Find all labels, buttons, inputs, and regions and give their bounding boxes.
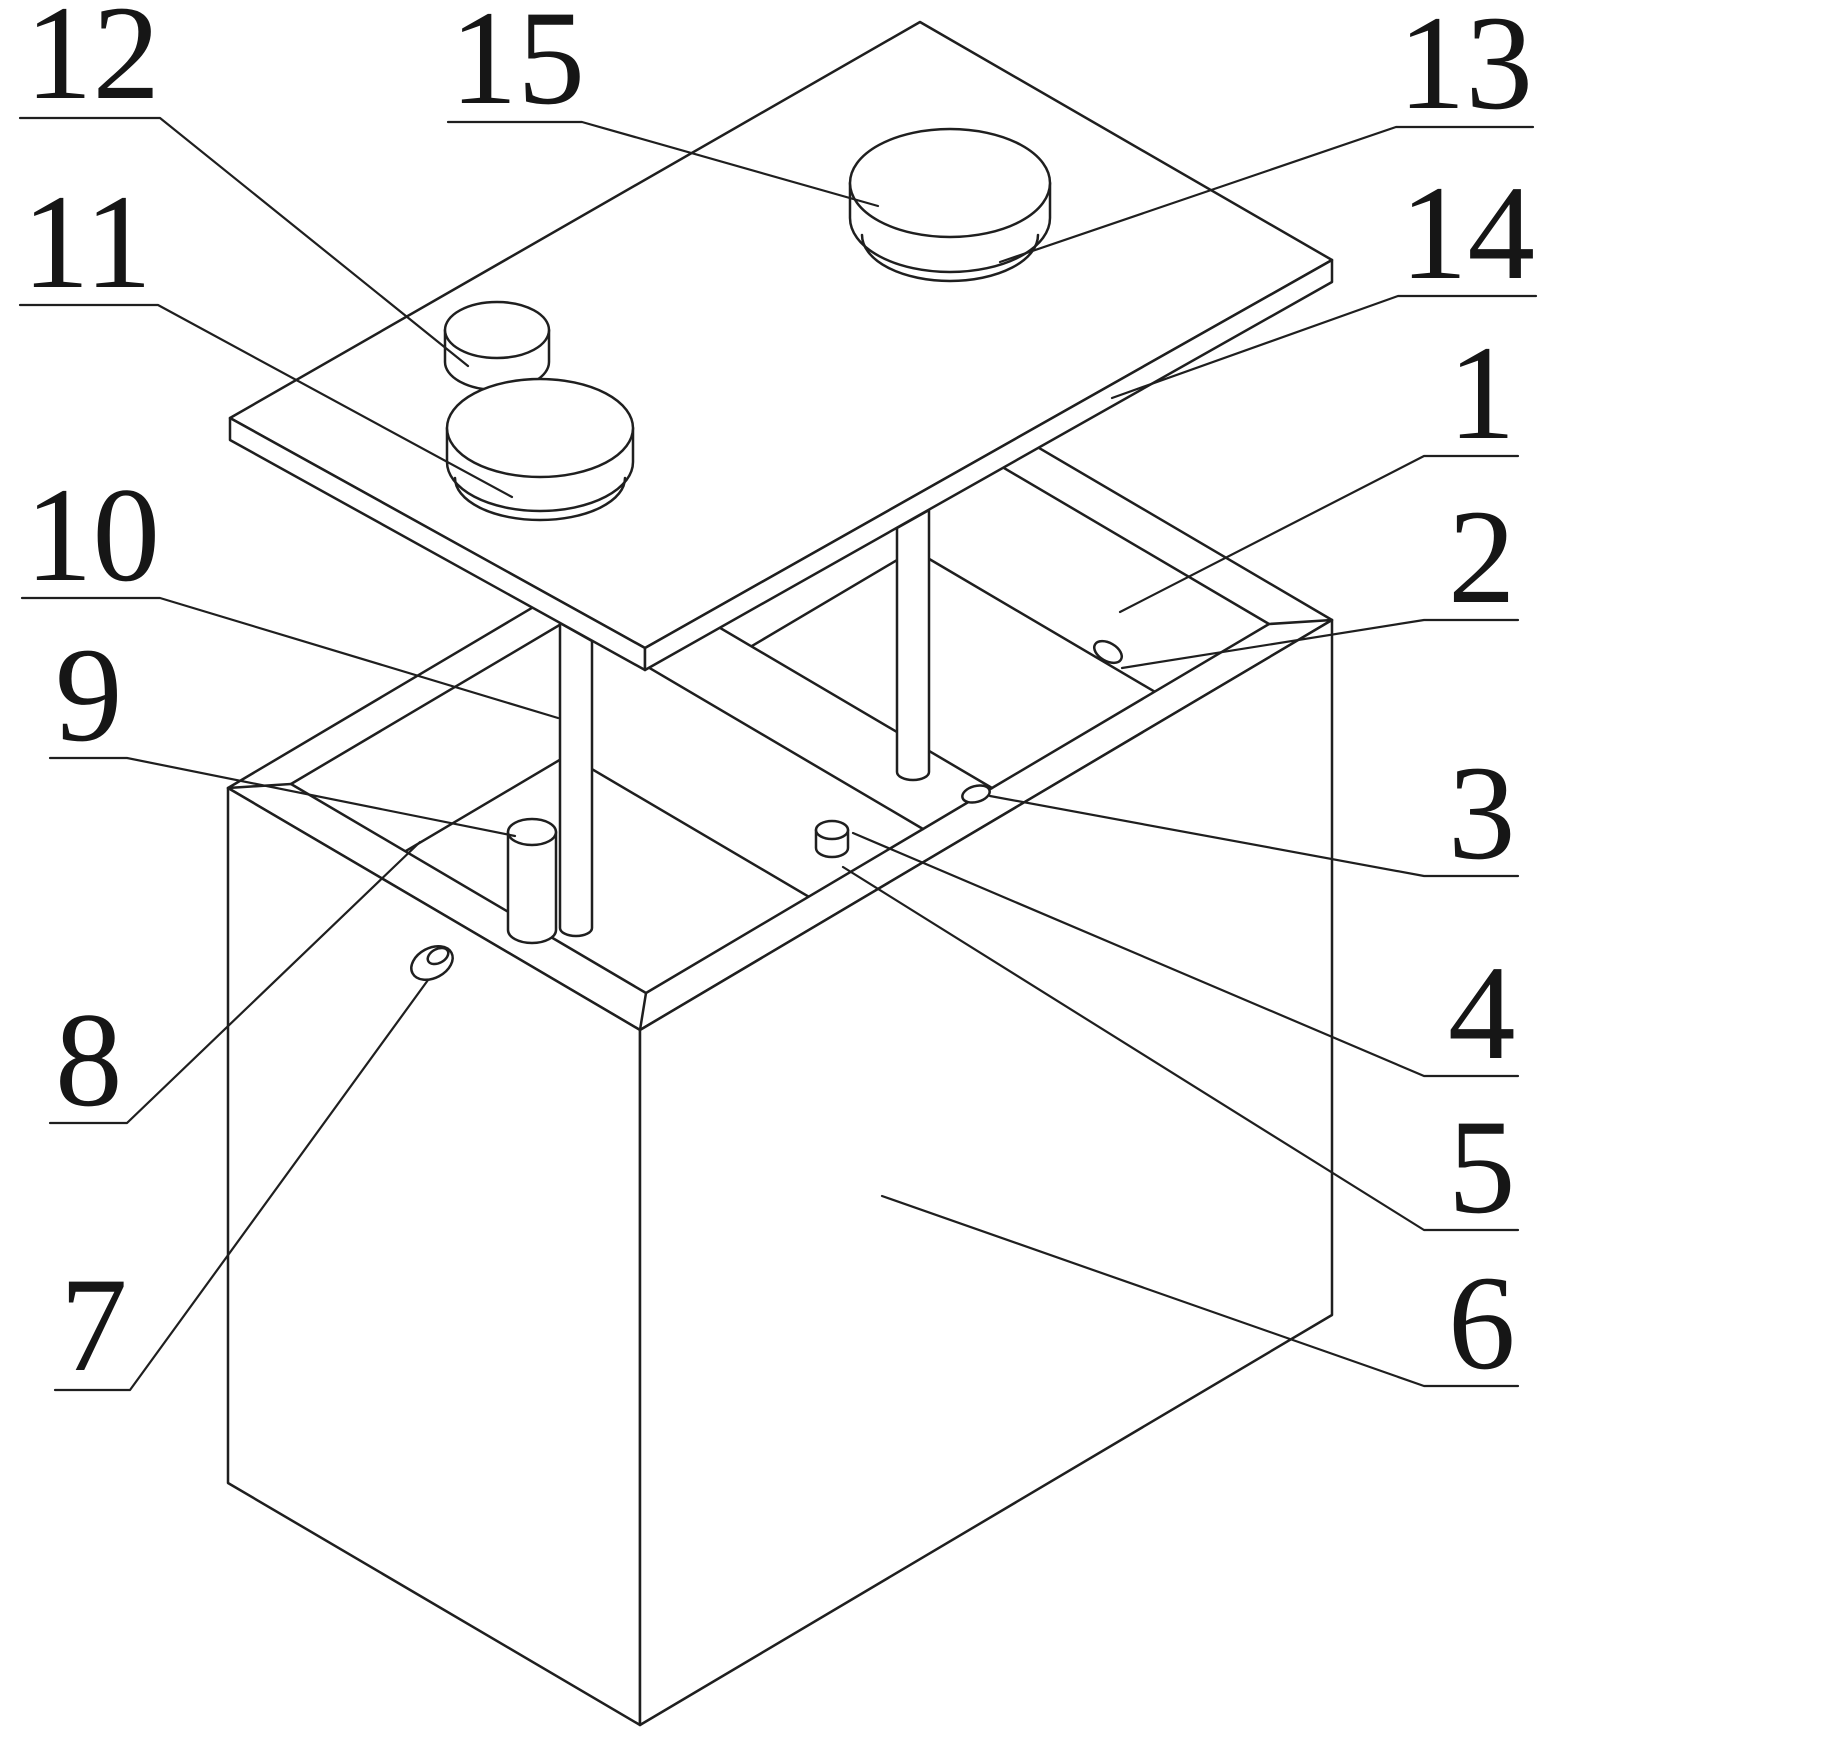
reference-labels: 12 15 13 14 1 2 3 4 5 6 11 10 9 8 7 [22,0,1535,1400]
ref-label-2: 2 [1448,483,1516,632]
leader-1 [1118,454,1520,614]
partition-pin [814,819,850,859]
ref-label-8: 8 [55,986,123,1135]
leader-10 [20,596,560,720]
ref-label-15: 15 [450,0,585,133]
ref-label-1: 1 [1448,319,1516,468]
box-body [226,376,1334,1727]
column-right [895,508,931,782]
rim-corner-edges [226,618,1334,1032]
cap-small-top [443,300,551,360]
leader-9 [48,756,517,838]
guide-pin-top [506,817,558,847]
ref-label-14: 14 [1400,159,1535,308]
partition-pin-top [814,819,850,841]
leader-11 [18,303,514,499]
ref-label-13: 13 [1398,0,1533,138]
partition-end-boss [961,784,991,804]
leader-8 [48,840,422,1125]
wall-hole [1093,639,1123,665]
ref-label-11: 11 [22,168,152,317]
ref-label-6: 6 [1448,1249,1516,1398]
box-right-face [638,618,1334,1727]
support-columns [558,508,931,938]
ref-label-9: 9 [55,621,123,770]
ref-label-10: 10 [25,461,160,610]
guide-pin-body [506,830,558,945]
leader-lines [18,116,1538,1392]
leader-13 [998,125,1535,264]
leader-12 [18,116,470,368]
leader-6 [880,1194,1520,1388]
leader-4 [851,831,1520,1078]
drawing: 12 15 13 14 1 2 3 4 5 6 11 10 9 8 7 [18,0,1538,1727]
ref-label-4: 4 [1448,939,1516,1088]
leader-15 [446,120,880,208]
cap-small [443,300,551,392]
cap-medium [445,377,635,522]
leader-2 [1120,618,1520,670]
cap-large-flange [860,233,1040,283]
cap-large [848,127,1052,283]
cap-medium-flange [453,476,627,522]
cap-medium-top [445,377,635,479]
ref-label-12: 12 [25,0,160,128]
ref-label-3: 3 [1448,739,1516,888]
ref-label-5: 5 [1448,1093,1516,1242]
side-hole [410,944,454,982]
leader-5 [841,865,1520,1232]
lid-right-edge [643,258,1334,672]
leader-7 [53,978,430,1392]
guide-pin [506,817,558,945]
side-hole-inner [426,946,450,966]
leader-3 [988,794,1520,878]
ref-label-7: 7 [60,1251,128,1400]
leader-14 [1110,294,1538,400]
cap-large-top [848,127,1052,239]
column-left [558,621,594,938]
